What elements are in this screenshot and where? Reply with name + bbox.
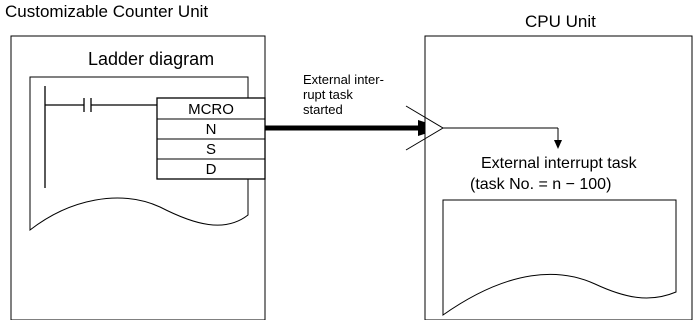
operand-d: D <box>206 161 217 178</box>
arrow-label-line2: rupt task <box>303 87 353 102</box>
task-label-line1: External interrupt task <box>481 155 638 172</box>
instruction-mcro: MCRO <box>188 101 234 118</box>
task-document <box>442 199 677 316</box>
ladder-diagram-title: Ladder diagram <box>88 49 214 69</box>
left-unit-title: Customizable Counter Unit <box>5 2 208 21</box>
task-label-line2: (task No. = n − 100) <box>470 176 611 193</box>
arrow-label-line1: External inter- <box>303 72 384 87</box>
operand-s: S <box>206 141 216 158</box>
arrow-label-line3: started <box>303 102 343 117</box>
operand-n: N <box>206 121 217 138</box>
mcro-instruction-block: MCRO N S D <box>156 97 266 180</box>
right-unit-title: CPU Unit <box>525 12 596 31</box>
task-flow-arrowhead <box>554 140 562 149</box>
